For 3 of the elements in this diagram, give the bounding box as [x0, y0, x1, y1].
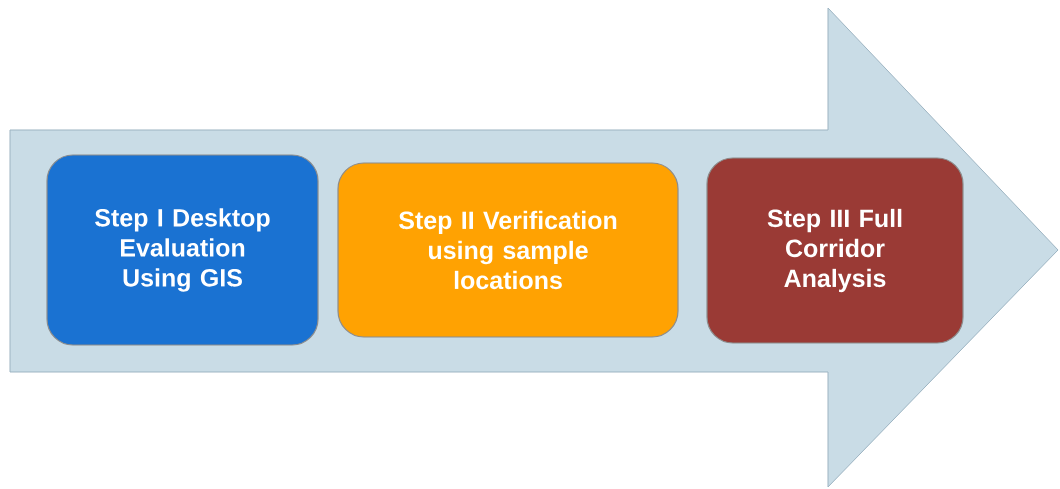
step-box: Step II Verification using sample locations [337, 162, 679, 338]
step-box: Step I Desktop Evaluation Using GIS [46, 154, 319, 346]
step-box: Step III Full Corridor Analysis [706, 157, 964, 344]
